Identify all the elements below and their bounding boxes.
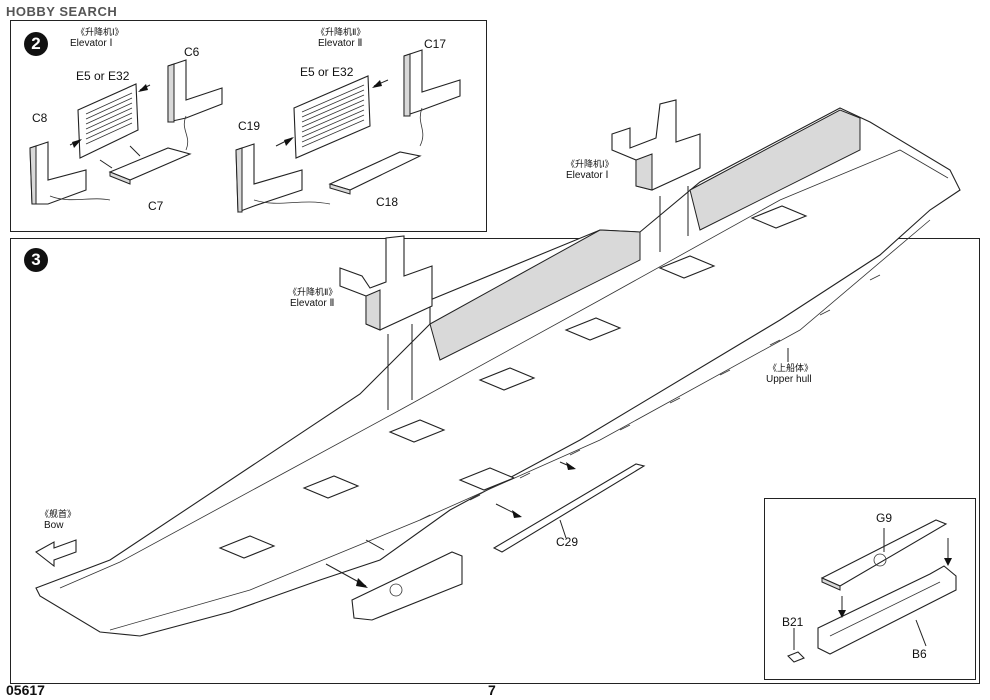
part-label-b6: B6 [912,647,927,661]
hull-portholes [419,274,881,521]
step-2-marker: 2 [24,32,48,56]
elevator2-block [339,235,433,331]
watermark: HOBBY SEARCH [6,4,118,19]
well-2 [750,205,808,229]
c17-part-edge [403,53,411,117]
well-7 [458,467,516,491]
bow-en: Bow [44,520,64,531]
c18-part [328,151,422,191]
bow-arrow [35,539,77,568]
elevator1-assembled [611,99,701,252]
hangar-wall [429,229,641,361]
step2-elevator2-en: Elevator Ⅱ [318,38,363,49]
upper-hull-en: Upper hull [766,374,812,385]
c6-part [167,59,223,123]
g9-part-edge [821,577,841,591]
elevator2-parts [235,49,461,213]
part-label-c8: C8 [32,111,48,125]
step3-elevator1-en: Elevator Ⅰ [566,170,609,181]
step-3-marker: 3 [24,248,48,272]
lower-hull-hole [389,583,403,597]
c7-part [108,147,192,181]
lower-hull-part [351,551,463,621]
upper-hull-drawing [35,107,961,637]
c29-part [492,463,646,553]
step2-elevator1-en: Elevator Ⅰ [70,38,113,49]
b21-part [787,651,805,663]
part-label-g9: G9 [876,511,893,525]
part-label-c17: C17 [424,37,447,51]
c19-part [235,143,303,213]
step3-elevator2-cn: 《升降机Ⅱ》 [288,287,338,297]
part-label-e5-1: E5 or E32 [76,69,130,83]
step3-elevator1-cn: 《升降机Ⅰ》 [566,159,614,169]
step3-panel [10,238,980,684]
grille-panel-1 [77,83,139,159]
c8-part [29,141,87,205]
part-label-c6: C6 [184,45,200,59]
elevator2-assembled [339,235,433,410]
well-3 [564,317,622,341]
c18-part-edge [329,183,351,195]
elevator1-block [611,99,701,191]
elevator1-block-side [635,153,653,191]
part-label-c7: C7 [148,199,164,213]
product-code: 05617 [6,682,45,698]
well-1 [658,255,716,279]
inset-drawing [787,519,957,663]
part-label-b21: B21 [782,615,804,629]
well-6 [302,475,360,499]
step3-elevator2-en: Elevator Ⅱ [290,298,335,309]
well-8 [218,535,276,559]
step2-elevator1-cn: 《升降机Ⅰ》 [76,27,124,37]
c17-part [403,49,461,117]
c6-part-edge [167,63,175,123]
step2-elevator2-cn: 《升降机Ⅱ》 [316,27,366,37]
well-5 [388,419,446,443]
part-label-e5-2: E5 or E32 [300,65,354,79]
elevator2-block-side [365,289,381,331]
hull-outline [35,107,961,637]
grille-lines-2 [301,84,365,148]
c8-part-edge [29,145,37,205]
bow-cn: 《舰首》 [40,509,77,519]
step2-panel [10,20,487,232]
page-number: 7 [488,682,496,698]
grille-lines-1 [85,92,133,145]
b6-part [817,565,957,655]
part-label-c19: C19 [238,119,261,133]
deck-line [59,149,949,589]
part-label-c29: C29 [556,535,579,549]
c19-part-edge [235,147,243,213]
elevator1-parts [29,59,223,205]
c7-part-edge [109,171,131,185]
part-label-c18: C18 [376,195,399,209]
upper-hull-cn: 《上船体》 [768,363,814,373]
well-4 [478,367,536,391]
hangar-wall-aft [689,109,861,231]
